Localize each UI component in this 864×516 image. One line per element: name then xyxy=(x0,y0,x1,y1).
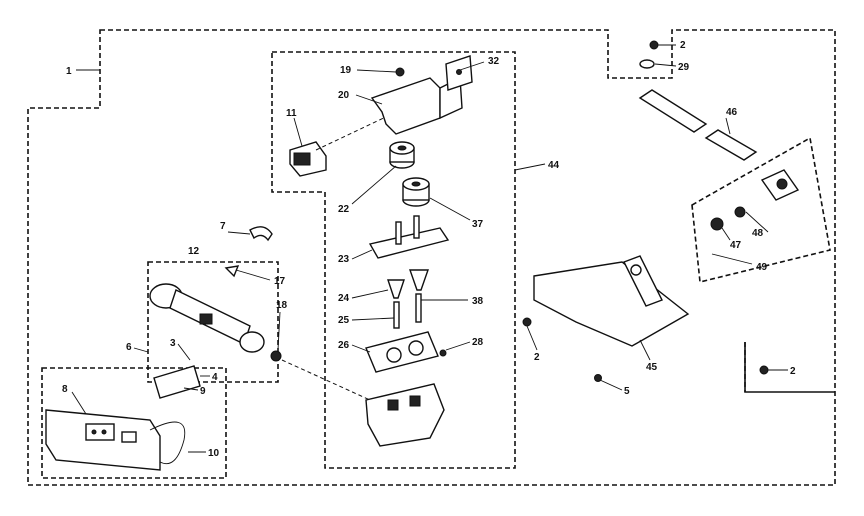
part-38-plunger xyxy=(415,293,422,323)
label-12: 12 xyxy=(188,246,200,257)
part-19-screw xyxy=(395,67,405,77)
part-23-plate xyxy=(368,215,450,259)
label-1: 1 xyxy=(66,66,72,77)
label-2-top: 2 xyxy=(680,40,686,51)
label-22: 22 xyxy=(338,204,350,215)
label-6: 6 xyxy=(126,342,132,353)
part-3-4-9-bracket xyxy=(153,365,201,399)
label-46: 46 xyxy=(726,107,738,118)
label-11: 11 xyxy=(286,108,297,119)
part-2-screw-right xyxy=(759,365,769,375)
subassembly-12-outline xyxy=(147,261,279,383)
label-23: 23 xyxy=(338,254,350,265)
part-37-coil xyxy=(402,177,430,207)
label-44: 44 xyxy=(548,160,560,171)
part-18-nut xyxy=(270,350,282,362)
part-26-gasket xyxy=(365,331,439,373)
valve-body xyxy=(365,383,445,447)
part-10-wire xyxy=(149,421,186,465)
label-19: 19 xyxy=(340,65,352,76)
label-3: 3 xyxy=(170,338,176,349)
label-2-right: 2 xyxy=(790,366,796,377)
part-8-module xyxy=(45,409,161,471)
part-labels: 1 2 29 19 32 20 11 22 37 44 46 48 47 49 … xyxy=(62,40,796,459)
label-47: 47 xyxy=(730,240,742,251)
part-47-nut xyxy=(710,217,724,231)
part-32-plate xyxy=(445,55,473,91)
part-25-plunger xyxy=(393,301,400,329)
label-5: 5 xyxy=(624,386,630,397)
part-17-clip xyxy=(224,265,240,278)
label-18: 18 xyxy=(276,300,288,311)
label-25: 25 xyxy=(338,315,350,326)
label-8: 8 xyxy=(62,384,68,395)
label-45: 45 xyxy=(646,362,658,373)
label-29: 29 xyxy=(678,62,690,73)
part-48-nut xyxy=(734,206,746,218)
label-9: 9 xyxy=(200,386,206,397)
label-38: 38 xyxy=(472,296,484,307)
label-48: 48 xyxy=(752,228,764,239)
label-28: 28 xyxy=(472,337,484,348)
label-10: 10 xyxy=(208,448,220,459)
label-24: 24 xyxy=(338,293,350,304)
part-46-tube xyxy=(638,89,758,161)
label-49: 49 xyxy=(756,262,768,273)
part-5-screw xyxy=(594,374,602,382)
subassembly-49-outline xyxy=(691,136,831,283)
part-12-igniter xyxy=(149,283,265,353)
part-45-bracket xyxy=(533,255,690,347)
label-7: 7 xyxy=(220,221,226,232)
label-4: 4 xyxy=(212,372,218,383)
leader-lines xyxy=(71,44,788,453)
part-7-clip xyxy=(249,226,273,242)
part-22-coil xyxy=(389,141,415,169)
part-11-connector-block xyxy=(289,141,327,177)
subassembly-44-outline xyxy=(271,51,516,469)
part-49-valve xyxy=(760,169,800,201)
subassembly-8-outline xyxy=(41,367,227,479)
label-20: 20 xyxy=(338,90,350,101)
part-24-diaphragms xyxy=(387,269,429,299)
part-2-screw-left xyxy=(522,317,532,327)
label-2-left: 2 xyxy=(534,352,540,363)
label-26: 26 xyxy=(338,340,350,351)
label-17: 17 xyxy=(274,276,286,287)
part-28-screw xyxy=(439,349,447,357)
label-37: 37 xyxy=(472,219,484,230)
label-32: 32 xyxy=(488,56,500,67)
